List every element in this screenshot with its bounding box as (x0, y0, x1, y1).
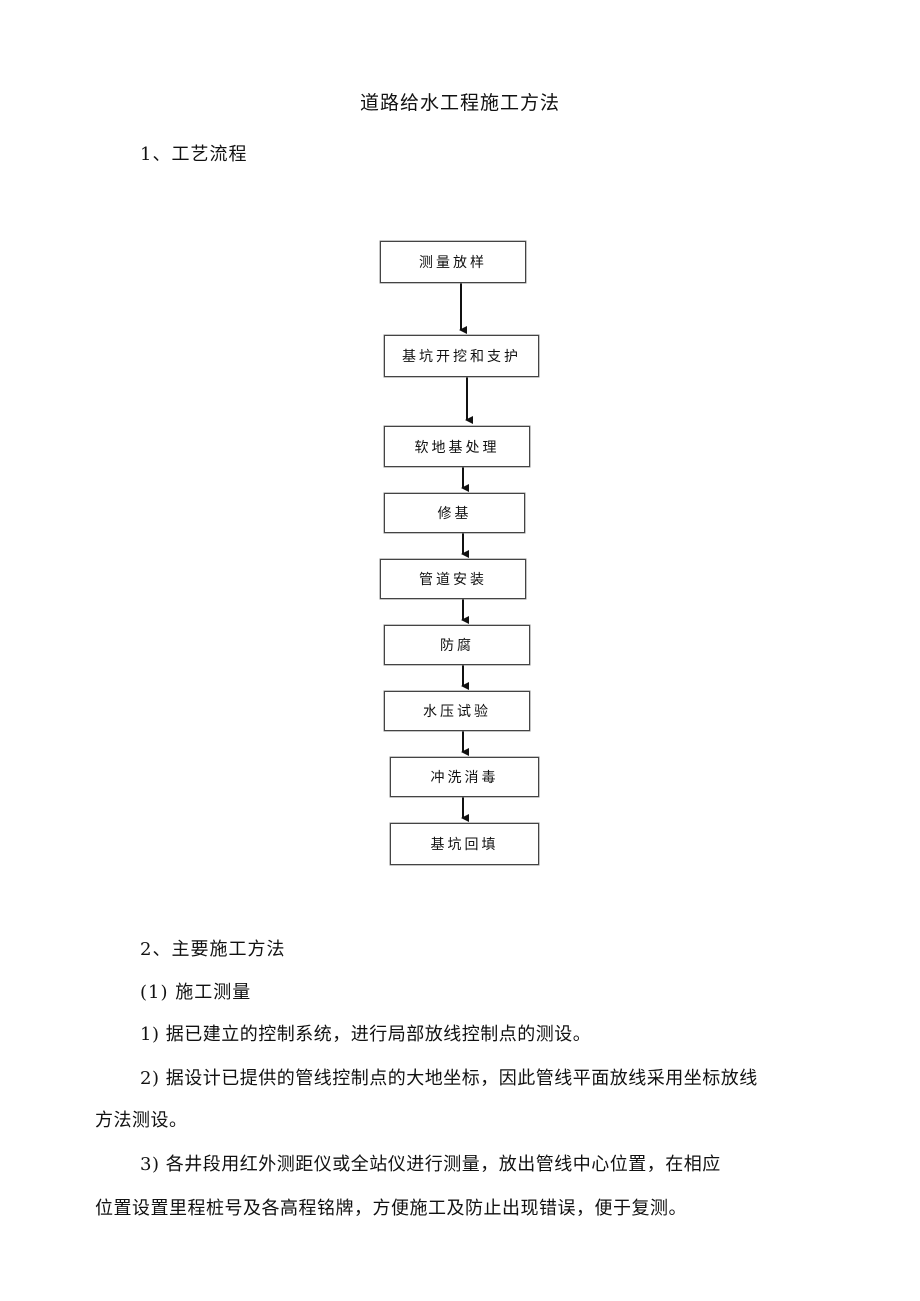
section-heading-main-methods: 2、主要施工方法 (140, 939, 286, 960)
flow-step-soft-ground-treatment: 软地基处理 (384, 426, 530, 467)
flow-step-base-repair: 修基 (384, 493, 525, 533)
document-title: 道路给水工程施工方法 (359, 92, 560, 114)
section-heading-process-flow: 1、工艺流程 (140, 144, 248, 165)
flow-step-flush-disinfect: 冲洗消毒 (390, 757, 539, 797)
paragraph-item-3-line-1: 3) 各井段用红外测距仪或全站仪进行测量，放出管线中心位置，在相应 (140, 1154, 721, 1175)
paragraph-item-3-line-2: 位置设置里程桩号及各高程铭牌，方便施工及防止出现错误，便于复测。 (95, 1198, 687, 1219)
flow-step-pressure-test: 水压试验 (384, 691, 530, 731)
flow-step-anticorrosion: 防腐 (384, 625, 530, 665)
paragraph-item-2-line-1: 2) 据设计已提供的管线控制点的大地坐标，因此管线平面放线采用坐标放线 (140, 1068, 758, 1089)
flow-step-excavation-support: 基坑开挖和支护 (384, 335, 539, 377)
subsection-heading-survey: (1) 施工测量 (140, 982, 252, 1003)
paragraph-item-1: 1) 据已建立的控制系统，进行局部放线控制点的测设。 (140, 1024, 592, 1045)
paragraph-item-2-line-2: 方法测设。 (95, 1110, 188, 1131)
flow-step-survey-staking: 测量放样 (380, 241, 526, 283)
flow-step-pipe-installation: 管道安装 (380, 559, 526, 599)
flow-step-backfill: 基坑回填 (390, 823, 539, 865)
